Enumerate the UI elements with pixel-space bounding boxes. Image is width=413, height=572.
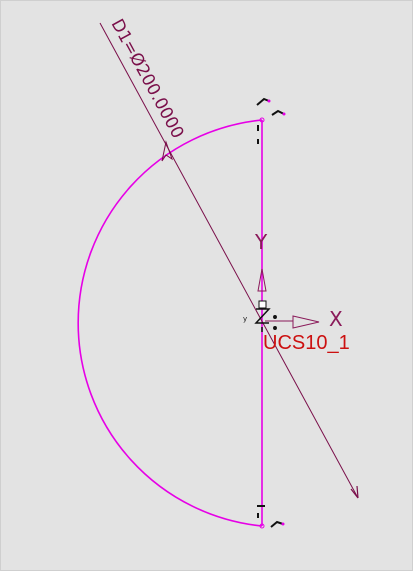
x-axis-arrow-icon <box>265 315 320 329</box>
dimension-arrow-icon <box>161 140 359 499</box>
constraint-marker-color <box>281 522 285 526</box>
small-y-label: y <box>243 315 247 323</box>
y-axis-arrow-icon <box>257 268 267 292</box>
y-axis-label: Y <box>254 230 268 254</box>
constraint-marker-color <box>267 99 286 116</box>
dimension-line[interactable] <box>99 22 359 499</box>
dimension-label[interactable]: D1=Ø200.0000 <box>107 16 188 142</box>
constraint-marker-icon <box>256 97 285 144</box>
constraint-marker-icon <box>257 505 284 528</box>
arc-endpoint-bottom[interactable] <box>259 523 265 529</box>
arc-endpoint-top[interactable] <box>259 117 265 123</box>
x-axis-label: X <box>329 307 343 331</box>
ucs-label[interactable]: UCS10_1 <box>263 332 350 354</box>
sketch-arc[interactable] <box>77 119 263 527</box>
origin-marker-icon[interactable] <box>254 300 277 332</box>
